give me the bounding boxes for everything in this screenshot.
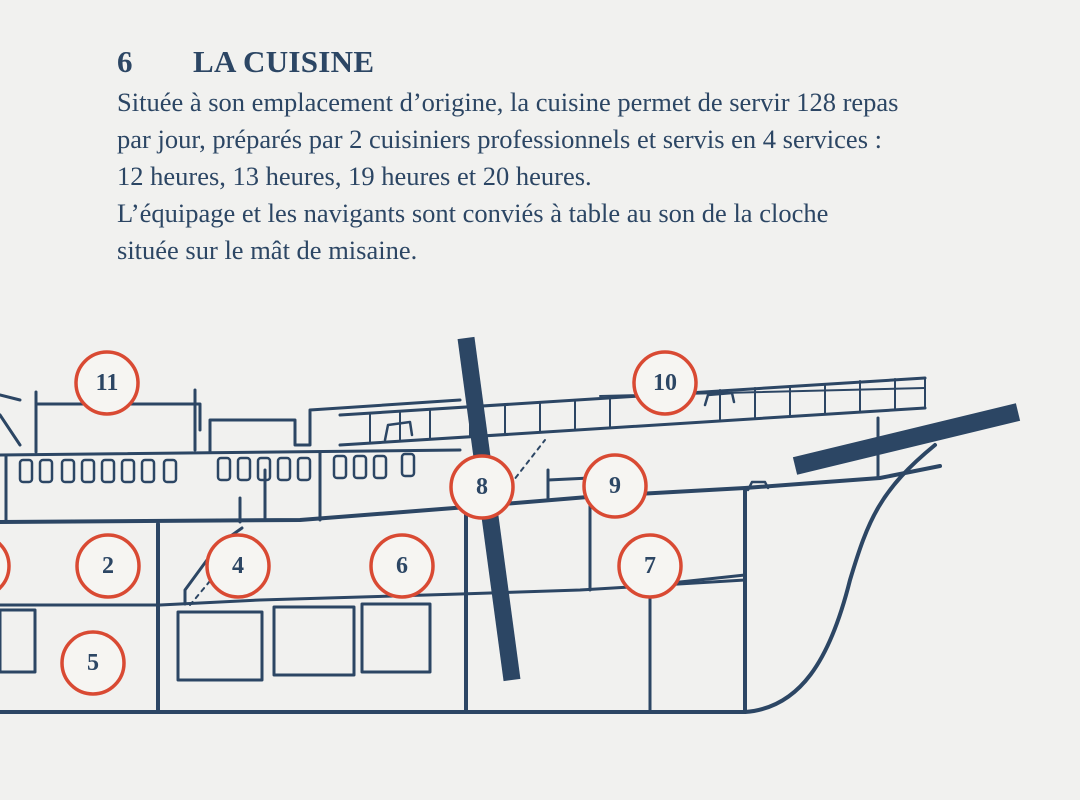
marker-2[interactable]: 2 (75, 533, 141, 599)
marker-2-label: 2 (102, 553, 114, 579)
section-heading: 6 LA CUISINE (117, 44, 1057, 80)
section-cuisine: 6 LA CUISINE Située à son emplacement d’… (117, 44, 1057, 269)
section-number: 6 (117, 44, 133, 79)
marker-8[interactable]: 8 (449, 454, 515, 520)
marker-9[interactable]: 9 (582, 453, 648, 519)
marker-8-label: 8 (476, 474, 488, 500)
marker-cropped-left (0, 541, 11, 591)
marker-4[interactable]: 4 (205, 533, 271, 599)
section-title: LA CUISINE (193, 44, 375, 79)
marker-10-label: 10 (653, 370, 677, 396)
paragraph-line-3: 12 heures, 13 heures, 19 heures et 20 he… (117, 161, 592, 191)
marker-7[interactable]: 7 (617, 533, 683, 599)
marker-11[interactable]: 11 (74, 350, 140, 416)
bowsprit (792, 403, 1021, 475)
marker-10[interactable]: 10 (632, 350, 698, 416)
marker-6[interactable]: 6 (369, 533, 435, 599)
paragraph-line-5: située sur le mât de misaine. (117, 235, 418, 265)
paragraph-line-2: par jour, préparés par 2 cuisiniers prof… (117, 124, 882, 154)
paragraph-line-4: L’équipage et les navigants sont conviés… (117, 198, 829, 228)
marker-5[interactable]: 5 (60, 630, 126, 696)
paragraph-line-1: Située à son emplacement d’origine, la c… (117, 87, 899, 117)
ship-hull-drawing (0, 376, 942, 714)
marker-11-label: 11 (96, 370, 119, 396)
marker-5-label: 5 (87, 650, 99, 676)
marker-7-label: 7 (644, 553, 656, 579)
marker-6-label: 6 (396, 553, 408, 579)
marker-4-label: 4 (232, 553, 244, 579)
marker-9-label: 9 (609, 473, 621, 499)
